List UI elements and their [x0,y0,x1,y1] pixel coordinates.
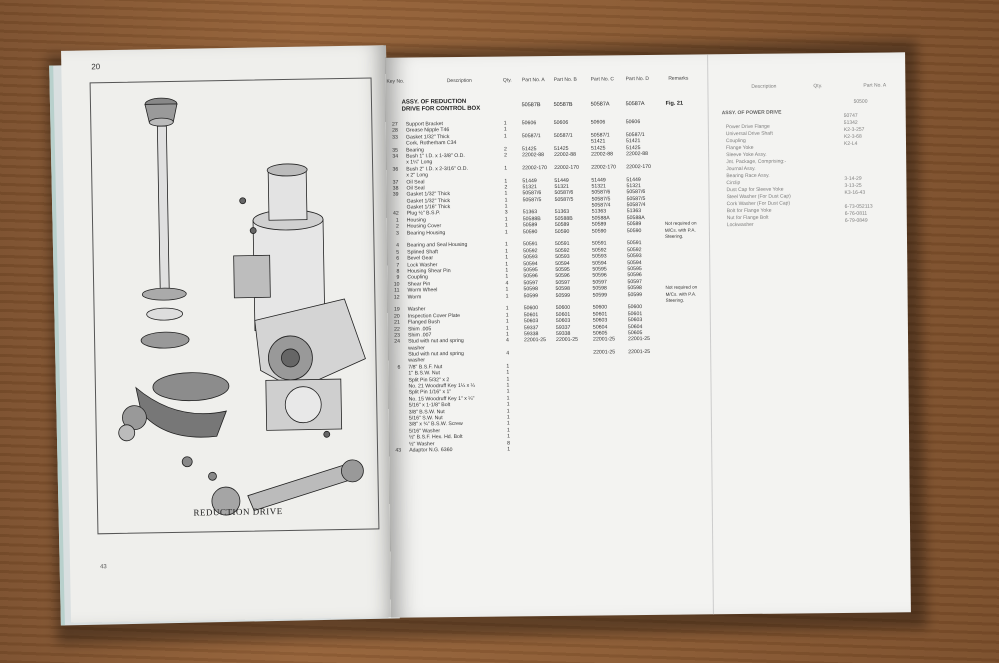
third-title: ASSY. OF POWER DRIVE [721,109,782,117]
third-page: Description Qty. Part No. A 50500 ASSY. … [713,82,903,604]
third-header-part-a: Part No. A [863,82,887,89]
left-page: 20 [61,45,396,623]
header-part-d: Part No. D [625,75,650,83]
reduction-drive-illustration [118,97,366,516]
header-description: Description [446,77,472,85]
parts-table: Key No. Description Qty. Part No. A Part… [385,75,715,454]
page-footer-number: 43 [99,564,107,571]
assembly-figure-ref: Fig. 21 [665,100,684,107]
third-header-qty: Qty. [813,83,823,90]
assembly-title-line2: DRIVE FOR CONTROL BOX [401,105,481,113]
third-title-part: 50500 [853,98,868,105]
header-part-c: Part No. C [590,76,615,83]
header-remarks: Remarks [668,75,689,82]
exploded-drawing: REDUCTION DRIVE [89,77,380,535]
assembly-part-b: 50587B [553,101,573,108]
right-page: Key No. Description Qty. Part No. A Part… [385,52,911,618]
row-key: 43 [395,447,402,454]
header-key: Key No. [386,78,405,85]
assembly-title: ASSY. OF REDUCTION DRIVE FOR CONTROL BOX [402,99,481,114]
assembly-part-c: 50587A [590,101,610,108]
row-description: Adaptor N.G. 6360 [409,446,453,454]
header-part-b: Part No. B [553,76,577,83]
row-qty: 1 [507,446,511,453]
list-item: 6-79-0849 [844,217,868,224]
page-number: 20 [91,62,101,72]
header-part-a: Part No. A [521,77,545,84]
list-item: Lockwasher [726,221,754,229]
third-header-description: Description [751,83,777,90]
assembly-part-d: 50587A [625,101,645,108]
assembly-part-a: 50587B [521,102,541,109]
header-qty: Qty. [502,77,512,84]
